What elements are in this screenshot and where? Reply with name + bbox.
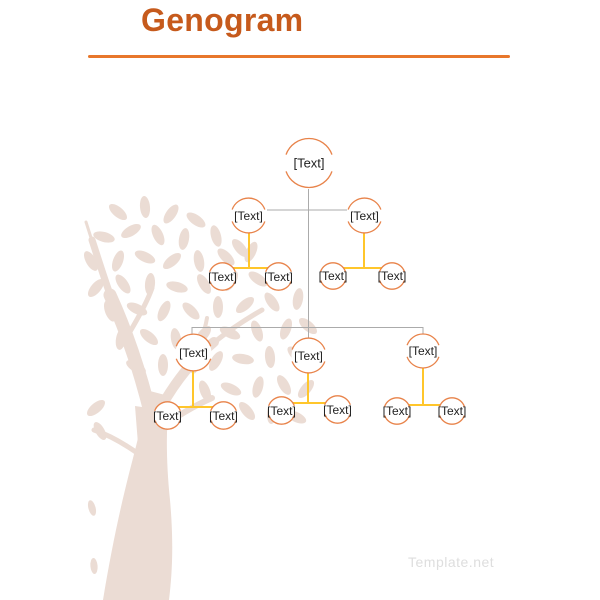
node-label: [Text] <box>179 345 208 360</box>
genogram-node-gen3-mid-child2[interactable]: [Text] <box>323 395 352 424</box>
genogram-node-gen2-right-child2[interactable]: [Text] <box>378 262 406 290</box>
genogram-node-gen3-left[interactable]: [Text] <box>174 333 213 372</box>
node-label: [Text] <box>377 269 407 283</box>
node-label: [Text] <box>382 404 412 418</box>
watermark: Template.net <box>408 554 495 570</box>
node-label: [Text] <box>350 208 379 223</box>
node-label: [Text] <box>153 408 182 423</box>
node-label: [Text] <box>318 269 348 283</box>
genogram-node-gen2-left[interactable]: [Text] <box>230 197 267 234</box>
genogram-node-gen2-right[interactable]: [Text] <box>346 197 383 234</box>
node-label: [Text] <box>267 403 296 418</box>
node-label: [Text] <box>323 402 352 417</box>
genogram-node-gen3-right-child1[interactable]: [Text] <box>383 397 411 425</box>
node-label: [Text] <box>437 404 467 418</box>
node-label: [Text] <box>293 155 325 171</box>
genogram-node-gen2-right-child1[interactable]: [Text] <box>319 262 347 290</box>
genogram-node-gen3-right-child2[interactable]: [Text] <box>438 397 466 425</box>
node-label: [Text] <box>209 408 238 423</box>
genogram-node-gen3-middle[interactable]: [Text] <box>290 337 327 374</box>
title-underline <box>88 55 510 58</box>
genogram-node-gen1-root[interactable]: [Text] <box>283 137 335 189</box>
node-label: [Text] <box>264 269 293 284</box>
genogram-node-gen3-right[interactable]: [Text] <box>405 333 441 369</box>
node-label: [Text] <box>234 208 263 223</box>
genogram-node-gen3-mid-child1[interactable]: [Text] <box>267 396 296 425</box>
genogram-node-gen3-left-child2[interactable]: [Text] <box>209 401 238 430</box>
genogram-node-gen2-left-child2[interactable]: [Text] <box>264 262 293 291</box>
node-label: [Text] <box>408 344 438 358</box>
node-label: [Text] <box>208 269 237 284</box>
page-title: Genogram <box>141 2 304 38</box>
node-label: [Text] <box>294 348 323 363</box>
genogram-node-gen3-left-child1[interactable]: [Text] <box>153 401 182 430</box>
genogram-node-gen2-left-child1[interactable]: [Text] <box>208 262 237 291</box>
